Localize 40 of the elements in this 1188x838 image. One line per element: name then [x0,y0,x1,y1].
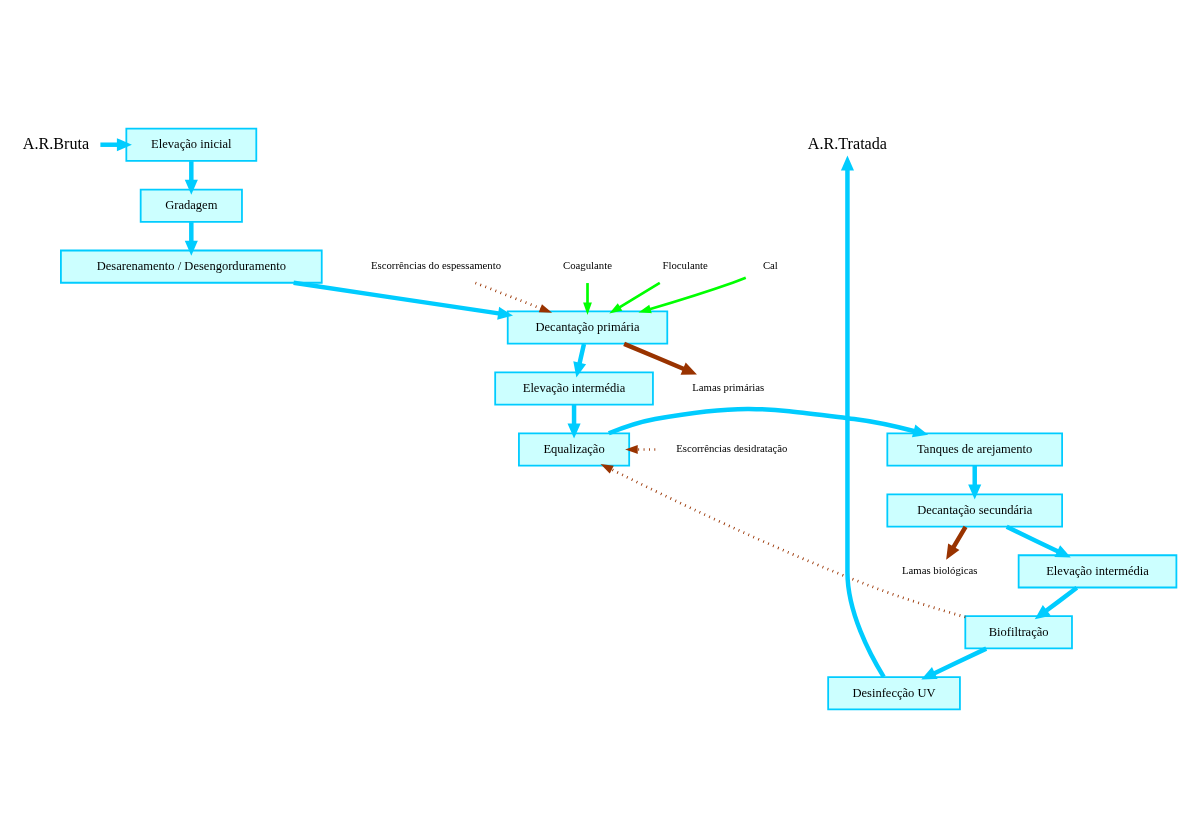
node-text: Escorrências do espessamento [370,259,502,272]
node-box: Gradagem [139,188,243,223]
node-text: A.R.Bruta [22,134,90,152]
arrow [184,161,198,195]
arrow [474,281,553,313]
arrow [293,280,513,320]
node-text: A.R.Tratada [807,134,888,152]
node-box: Decantação primária [506,310,669,345]
node-text: Floculante [662,259,708,272]
arrow [573,343,587,378]
arrow [600,463,966,619]
arrow [638,276,747,314]
arrow [100,138,132,152]
arrow [625,445,656,454]
arrow [1005,524,1071,558]
arrow [609,281,661,314]
node-box: Elevação intermédia [1017,554,1178,589]
node-box: Tanques de arejamento [886,432,1063,467]
arrow [184,222,198,256]
arrow [921,646,988,680]
arrow [583,283,592,316]
arrow [840,155,886,678]
arrow [567,404,581,439]
arrow [968,465,982,500]
node-text: Escorrências desidratação [676,442,788,455]
arrow [607,406,929,438]
node-box: Equalização [518,432,631,467]
node-box: Desarenamento / Desengorduramento [60,249,323,284]
node-text: Cal [762,259,778,272]
arrow [946,525,968,560]
node-box: Desinfecção UV [827,676,961,711]
arrow [623,341,697,375]
node-text: Lamas primárias [692,381,765,394]
node-box: Elevação inicial [125,127,258,162]
node-box: Biofiltração [964,615,1073,650]
arrow [1034,586,1079,620]
node-box: Elevação intermédia [494,371,654,406]
node-text: Coagulante [563,259,612,272]
node-text: Lamas biológicas [902,564,978,577]
node-box: Decantação secundária [886,493,1063,528]
